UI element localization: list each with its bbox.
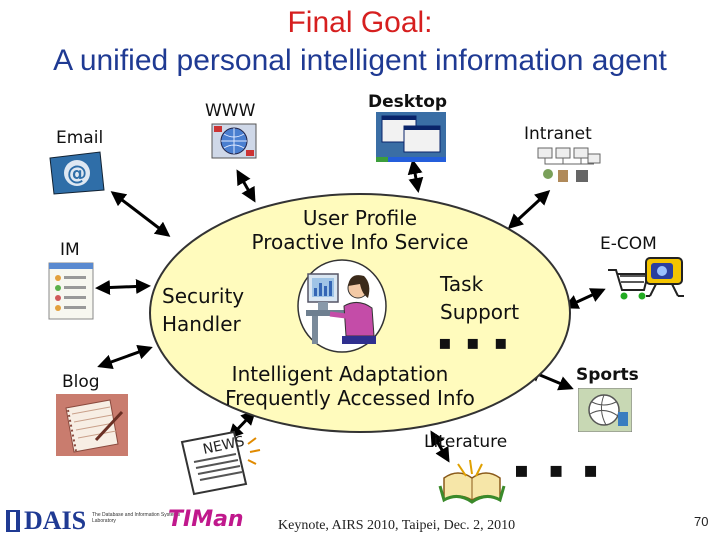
page-number: 70 [694,514,709,529]
arrow-blog [97,345,153,369]
task-more-dots: ▪ ▪ ▪ [438,330,512,354]
proactive-info-label: Proactive Info Service [251,230,469,254]
arrow-email [110,191,171,237]
sports-label: Sports [576,365,639,385]
task-label-2: Support [440,300,520,324]
daisl-logo: DAIS The Database and Information System… [6,506,186,536]
daisl-logo-caption: The Database and Information Systems Lab… [92,512,181,524]
email-at-icon[interactable]: @ [44,150,106,196]
blog-label: Blog [62,372,100,392]
intranet-network-icon[interactable] [536,146,602,186]
svg-text:@: @ [67,161,87,185]
arrow-ecom [563,288,606,309]
www-globe-icon[interactable] [210,122,258,162]
more-sources-dots: ▪ ▪ ▪ [514,458,605,483]
www-label: WWW [205,101,256,121]
timan-logo: TIMan [168,507,244,532]
desktop-label: Desktop [368,92,448,112]
news-paper-icon[interactable]: NEWS [176,428,262,498]
literature-label: Literature [424,432,508,452]
ecom-cart-icon[interactable] [604,254,690,306]
user-profile-label: User Profile [302,206,418,230]
security-label-1: Security [162,284,245,308]
arrow-www [236,169,256,203]
email-label: Email [56,128,104,148]
literature-book-icon[interactable] [436,456,508,510]
desktop-screenshot-icon[interactable] [376,112,446,162]
arrow-literature [430,430,450,463]
security-label-2: Handler [162,312,241,336]
arrow-desktop [407,159,424,193]
im-window-icon[interactable] [48,262,94,320]
adaptation-label: Intelligent Adaptation [231,362,449,386]
daisl-logo-text: DAIS [24,506,87,535]
blog-notebook-icon[interactable] [56,394,128,456]
frequent-info-label: Frequently Accessed Info [225,386,475,410]
title-line-2: A unified personal intelligent informati… [53,44,667,77]
im-label: IM [60,240,80,260]
intranet-label: Intranet [524,124,592,144]
task-label-1: Task [440,272,484,296]
arrow-intranet [507,189,551,230]
user-at-computer-icon [297,259,387,353]
ecom-label: E-COM [600,234,657,254]
title-line-1: Final Goal: [287,6,433,39]
arrow-im [95,278,151,296]
keynote-footer: Keynote, AIRS 2010, Taipei, Dec. 2, 2010 [278,518,516,533]
sports-volleyball-icon[interactable] [578,388,632,432]
